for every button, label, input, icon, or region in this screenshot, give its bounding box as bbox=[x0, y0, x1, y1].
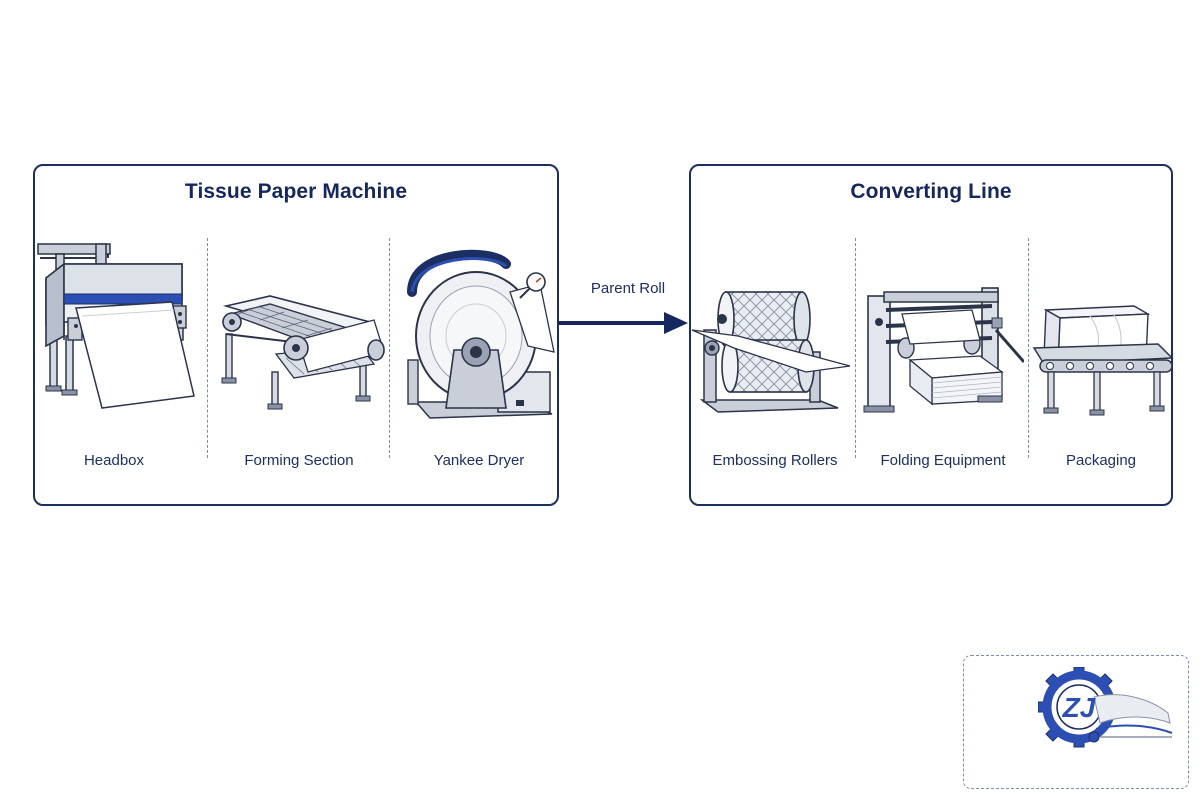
stage-label-forming-section: Forming Section bbox=[244, 452, 354, 469]
logo-text: ZJ bbox=[1062, 692, 1097, 723]
stage-label-yankee-dryer: Yankee Dryer bbox=[433, 452, 525, 469]
gear-logo-icon: ZJ bbox=[1038, 667, 1173, 748]
forming-section-icon bbox=[221, 295, 385, 410]
stage-divider bbox=[207, 238, 208, 458]
stage-divider bbox=[855, 238, 856, 458]
packaging-conveyor-icon bbox=[1032, 305, 1174, 416]
stage-label-folding-equipment: Folding Equipment bbox=[880, 452, 1006, 469]
stage-divider bbox=[1028, 238, 1029, 458]
stage-label-packaging: Packaging bbox=[1065, 452, 1137, 469]
stage-label-embossing-rollers: Embossing Rollers bbox=[712, 452, 838, 469]
stage-divider bbox=[389, 238, 390, 458]
headbox-icon bbox=[37, 243, 195, 409]
parent-roll-label: Parent Roll bbox=[590, 280, 666, 297]
yankee-dryer-icon bbox=[407, 249, 555, 419]
arrow-right-icon bbox=[558, 312, 688, 334]
panel-title: Converting Line bbox=[850, 180, 1012, 203]
logo-box bbox=[963, 655, 1189, 789]
panel-title: Tissue Paper Machine bbox=[184, 180, 408, 203]
stage-label-headbox: Headbox bbox=[83, 452, 145, 469]
folding-equipment-icon bbox=[863, 287, 1024, 413]
embossing-rollers-icon bbox=[691, 291, 851, 413]
